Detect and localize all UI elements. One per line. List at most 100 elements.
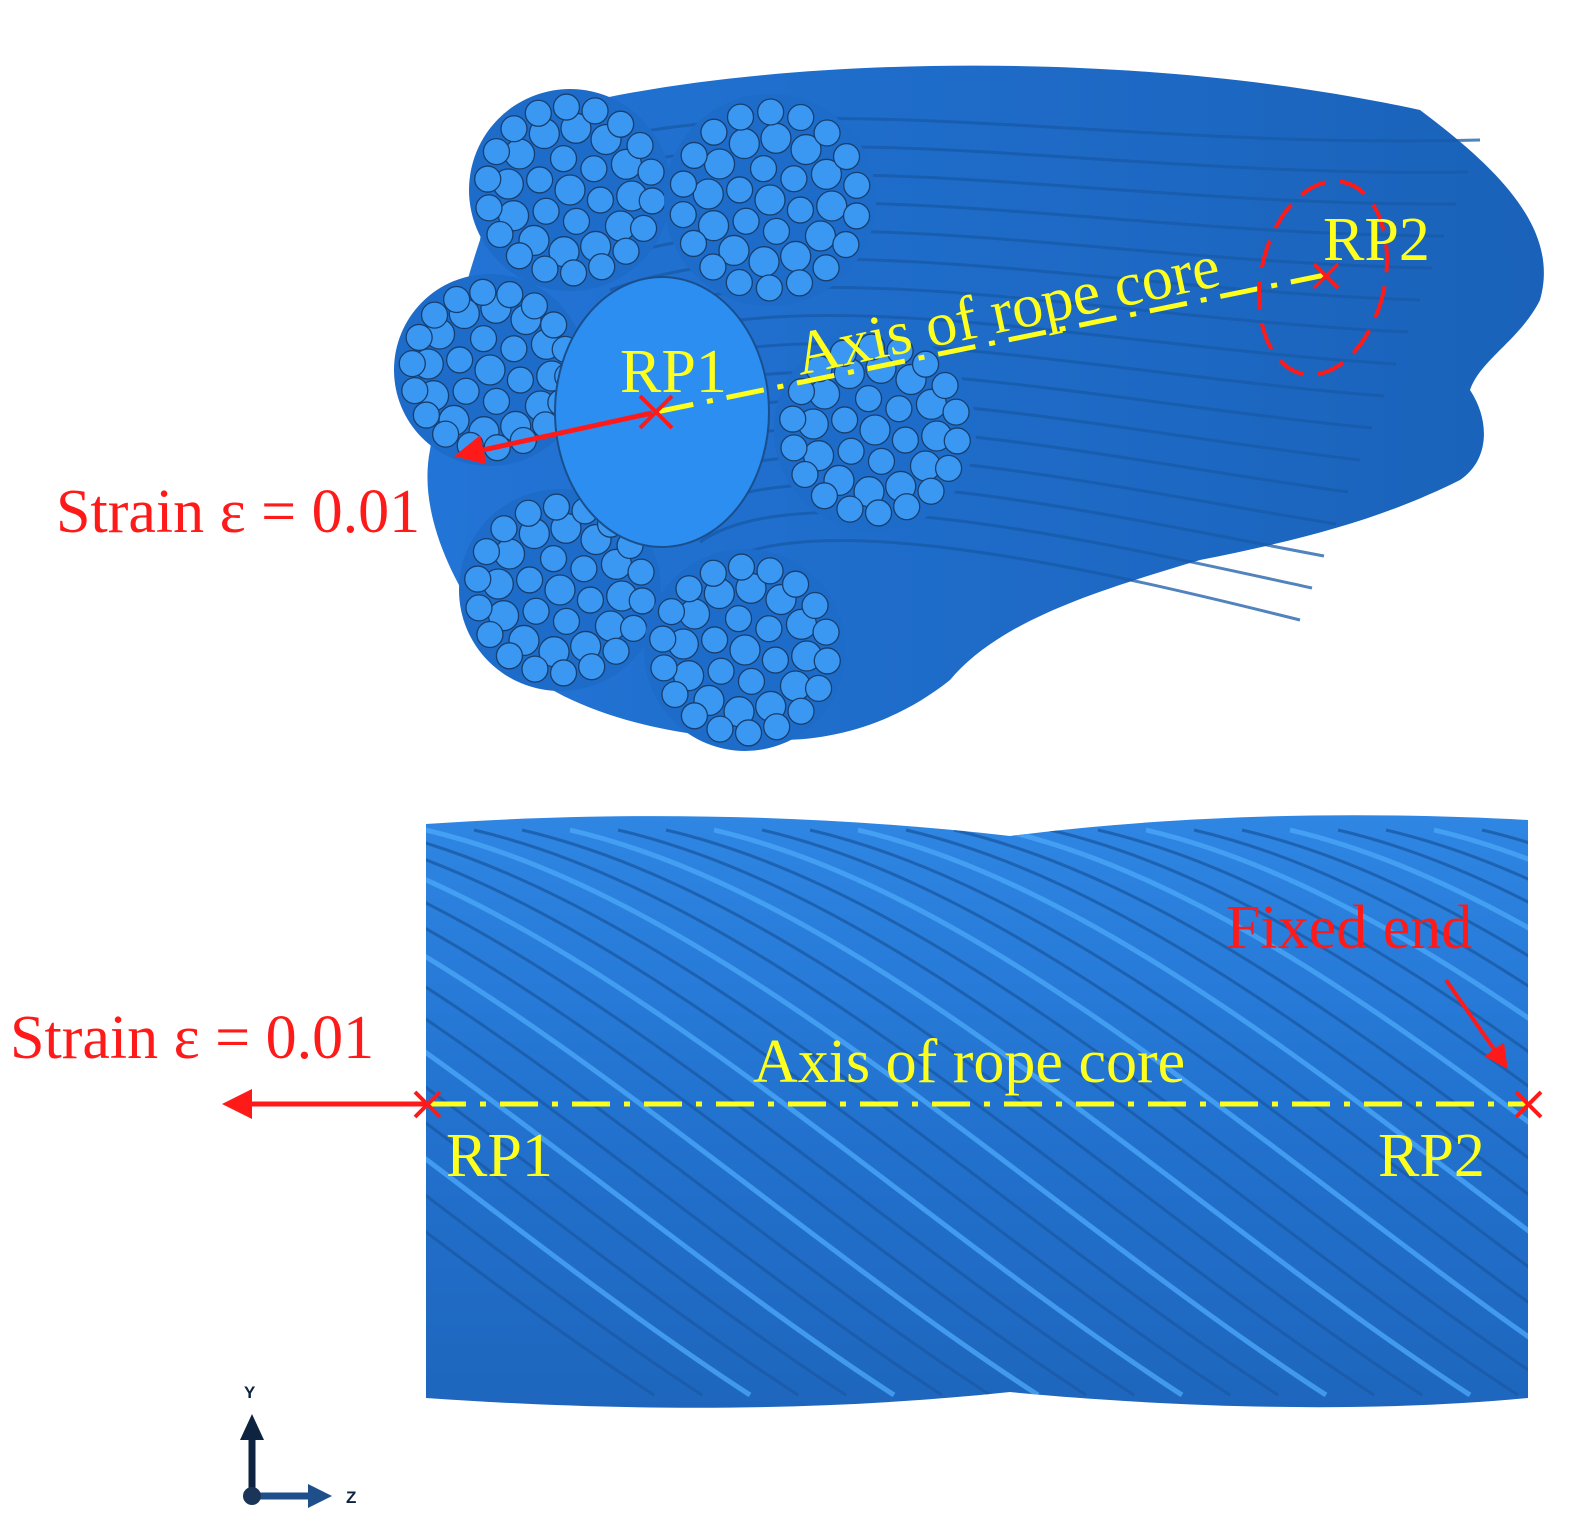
wire-section bbox=[934, 454, 963, 483]
wire-section bbox=[650, 654, 678, 682]
wire-section bbox=[917, 477, 945, 505]
wire-section bbox=[832, 230, 860, 259]
triad-y-label: Y bbox=[244, 1383, 256, 1402]
wire-section bbox=[452, 377, 480, 405]
wire-section bbox=[401, 376, 429, 405]
wire-section bbox=[661, 680, 689, 709]
wire-section bbox=[469, 278, 497, 306]
fixed-end-label: Fixed end bbox=[1226, 894, 1472, 962]
wire-section bbox=[707, 657, 735, 685]
wire-section bbox=[680, 141, 708, 170]
strand-line bbox=[1145, 827, 1528, 1398]
wire-section bbox=[857, 333, 886, 361]
strand-line bbox=[426, 828, 1135, 1397]
side-annotations: Strain ε = 0.01 Axis of rope core RP1 RP… bbox=[10, 894, 1543, 1190]
triad-z-label: Z bbox=[346, 1488, 356, 1507]
side-axis-label: Axis of rope core bbox=[753, 1028, 1185, 1096]
strand-line bbox=[426, 827, 1040, 1398]
strand-line bbox=[426, 828, 703, 1397]
wire-section bbox=[829, 339, 857, 367]
wire-section bbox=[627, 558, 655, 586]
wire-section bbox=[619, 614, 648, 643]
wire-section bbox=[801, 591, 829, 620]
wire-section bbox=[832, 142, 861, 171]
strand-bundle bbox=[664, 94, 876, 306]
rope-cross-section bbox=[394, 89, 976, 751]
wire-section bbox=[755, 274, 784, 302]
strand-line bbox=[953, 828, 1528, 1397]
wire-section bbox=[762, 217, 791, 245]
wire-section bbox=[781, 570, 810, 598]
triad-y-arrowhead bbox=[240, 1414, 264, 1440]
wire-section bbox=[787, 697, 815, 725]
wire-section bbox=[576, 586, 605, 614]
strand-line bbox=[1193, 828, 1528, 1397]
wire-section bbox=[472, 537, 501, 566]
rp1-marker-top bbox=[638, 394, 674, 430]
wire-section bbox=[787, 377, 816, 406]
wire-section bbox=[549, 145, 578, 173]
strand-line bbox=[426, 827, 752, 1398]
wire-section bbox=[443, 285, 471, 314]
wire-section bbox=[780, 240, 812, 273]
wire-section bbox=[500, 335, 528, 363]
strand-line bbox=[1001, 827, 1528, 1398]
strand-line bbox=[761, 828, 1528, 1397]
strand-line bbox=[665, 828, 1528, 1397]
triad-origin bbox=[243, 1487, 261, 1505]
wire-section bbox=[578, 653, 606, 681]
strand-line bbox=[473, 828, 1375, 1397]
wire-section bbox=[780, 434, 808, 462]
wire-section bbox=[706, 715, 734, 743]
wire-section bbox=[431, 420, 460, 448]
wire-section bbox=[580, 155, 608, 183]
wire-section bbox=[749, 155, 778, 183]
strand-bundle bbox=[469, 89, 671, 291]
wire-section bbox=[669, 170, 698, 198]
side-strain-label: Strain ε = 0.01 bbox=[10, 1004, 374, 1072]
wire-section bbox=[867, 447, 896, 475]
wire-section bbox=[761, 646, 790, 674]
wire-section bbox=[540, 311, 568, 339]
wire-section bbox=[552, 607, 581, 635]
wire-section bbox=[521, 655, 549, 683]
wire-section bbox=[842, 202, 871, 230]
wire-section bbox=[836, 495, 864, 523]
wire-section bbox=[885, 395, 913, 423]
wire-section bbox=[864, 499, 893, 527]
wire-section bbox=[482, 387, 511, 415]
wire-section bbox=[570, 555, 598, 583]
wire-section bbox=[891, 426, 920, 454]
coordinate-triad: Y Z bbox=[240, 1383, 356, 1508]
wire-section bbox=[697, 210, 730, 242]
wire-section bbox=[628, 587, 656, 615]
wire-section bbox=[629, 214, 658, 243]
wire-section bbox=[942, 398, 970, 426]
strand-line bbox=[809, 828, 1528, 1397]
strand-line bbox=[426, 828, 943, 1397]
wire-section bbox=[475, 194, 503, 222]
wire-section bbox=[679, 229, 708, 258]
wire-section bbox=[763, 713, 791, 741]
wire-section bbox=[680, 702, 709, 730]
triad-z-arrowhead bbox=[308, 1484, 332, 1508]
strand-line bbox=[426, 828, 1087, 1397]
wire-section bbox=[649, 625, 677, 653]
wire-section bbox=[830, 406, 859, 434]
wire-section bbox=[638, 187, 666, 215]
wire-section bbox=[893, 493, 921, 521]
wire-section bbox=[445, 346, 474, 374]
wire-section bbox=[626, 131, 654, 160]
top-rp2-label: RP2 bbox=[1323, 206, 1430, 274]
wire-section bbox=[405, 323, 433, 352]
wire-section bbox=[748, 246, 780, 278]
strand-line bbox=[426, 828, 655, 1397]
wire-section bbox=[810, 482, 839, 510]
wire-section bbox=[606, 110, 635, 138]
wire-section bbox=[791, 460, 819, 489]
wire-section bbox=[637, 158, 665, 186]
wire-section bbox=[728, 127, 760, 160]
side-rp1-label: RP1 bbox=[446, 1122, 553, 1190]
strand-line bbox=[857, 827, 1528, 1398]
